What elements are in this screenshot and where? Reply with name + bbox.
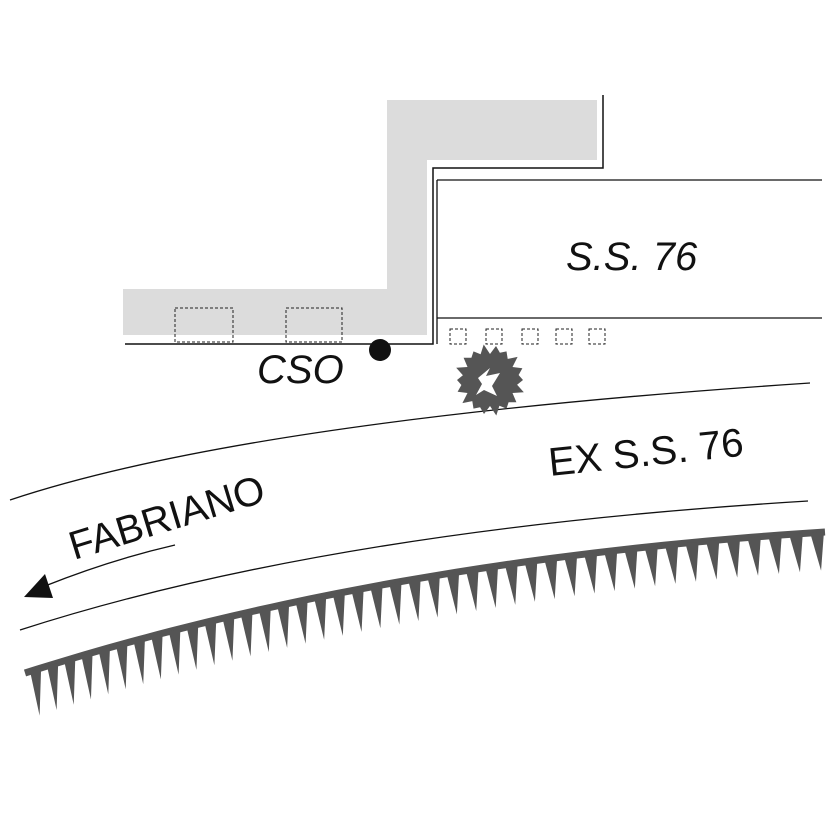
tree-icon (456, 344, 524, 416)
embankment-hachure (151, 633, 163, 680)
embankment-hachure (604, 550, 618, 592)
road-edge-south (19, 500, 809, 631)
building-area (123, 100, 597, 335)
embankment-hachure (30, 667, 42, 716)
embankment-hachure (544, 557, 558, 600)
embankment-hachure (370, 584, 383, 629)
embankment-hachure (524, 560, 538, 602)
road-edge-north (9, 382, 811, 501)
embankment-hachure (485, 565, 499, 608)
ex-ss76-label: EX S.S. 76 (546, 421, 745, 485)
embankment-hachure (685, 541, 699, 582)
building-outline (125, 95, 604, 345)
embankment-hachure (47, 662, 59, 711)
small-markers (449, 328, 606, 345)
embankment-hachure (465, 568, 479, 612)
embankment-hachure (726, 538, 741, 578)
embankment-hachure (624, 548, 638, 589)
embankment-hachure (258, 607, 271, 653)
embankment-hachure (810, 532, 824, 571)
embankment-hachure (427, 574, 440, 618)
embankment-hachure (222, 615, 235, 661)
embankment-crest (23, 528, 826, 677)
embankment-hachure (295, 599, 308, 644)
embankment-hachure (81, 652, 93, 700)
embankment-hachure (564, 555, 578, 597)
embankment-hachure (204, 619, 217, 666)
embankment-hachure (133, 637, 145, 685)
embankment-hachure (314, 595, 327, 640)
embankment-hachure (747, 536, 761, 576)
embankment-hachure (446, 571, 460, 615)
embankment-hachure (408, 578, 421, 622)
direction-line (44, 544, 176, 587)
embankment-hachure (168, 628, 181, 675)
parking-space (285, 307, 343, 343)
embankment-hachure (664, 543, 679, 584)
ss76-label: S.S. 76 (566, 235, 698, 279)
cso-marker (369, 339, 391, 361)
embankment (23, 528, 826, 716)
embankment-hachure (186, 624, 199, 670)
embankment-hachure (240, 611, 253, 657)
embankment-hachure (705, 539, 720, 580)
embankment-hachure (98, 647, 110, 695)
embankment-hachure (584, 552, 598, 594)
embankment-hachure (644, 545, 658, 587)
embankment-hachure (116, 642, 128, 690)
embankment-hachure (332, 591, 345, 636)
embankment-hachure (64, 657, 76, 705)
fabriano-label: FABRIANO (64, 467, 270, 568)
arrow-left-icon (24, 574, 53, 598)
embankment-hachure (504, 562, 518, 605)
embankment-hachure (768, 534, 782, 574)
cso-label: CSO (257, 348, 344, 392)
parking-space (174, 307, 234, 343)
embankment-hachure (389, 581, 402, 625)
embankment-hachure (789, 533, 803, 573)
embankment-hachure (277, 603, 290, 648)
embankment-hachure (351, 588, 364, 633)
